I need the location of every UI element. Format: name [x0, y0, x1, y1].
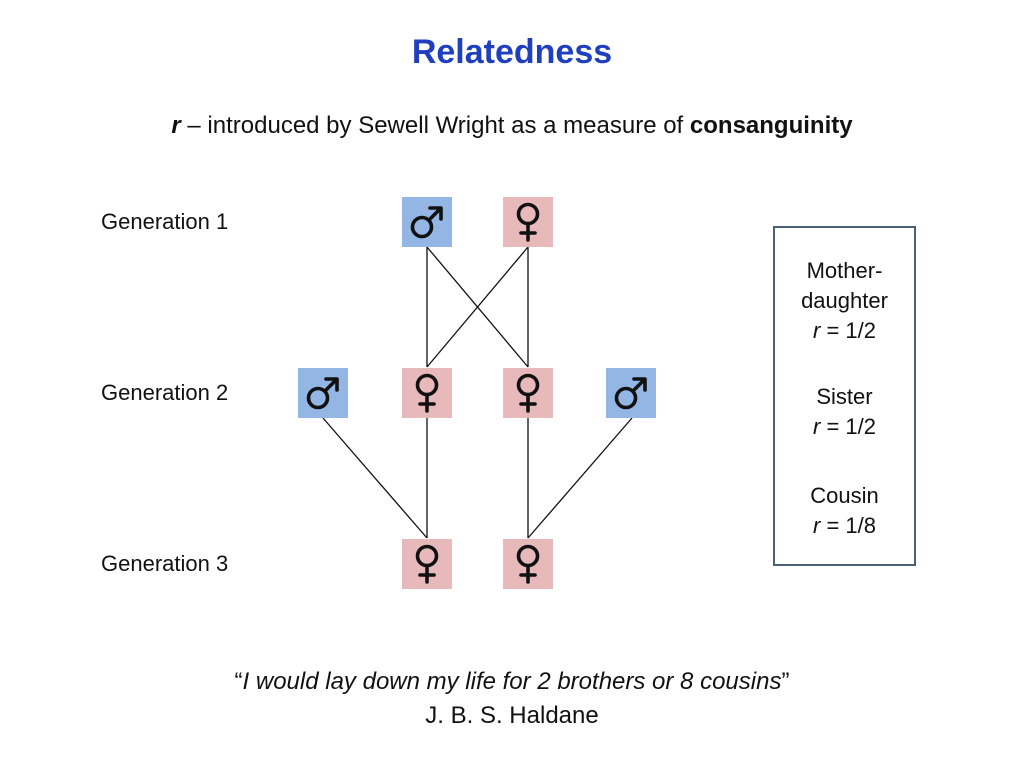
generation-1-label: Generation 1	[101, 209, 229, 234]
g2-daughter-b-node	[503, 368, 553, 418]
r-value: = 1/8	[820, 513, 876, 538]
generation-3-label: Generation 3	[101, 551, 229, 576]
female-symbol-icon	[516, 544, 540, 584]
link-g2-husband-b-to-g3-daughter-b	[527, 417, 633, 539]
r-symbol: r	[813, 513, 821, 538]
cousin-label: Cousin	[810, 483, 879, 508]
r-symbol: r	[171, 112, 181, 139]
subtitle-emphasis: consanguinity	[689, 112, 853, 139]
r-value: = 1/2	[820, 414, 876, 439]
subtitle: r – introduced by Sewell Wright as a mea…	[0, 112, 1024, 140]
male-symbol-icon	[306, 377, 339, 410]
subtitle-text: – introduced by Sewell Wright as a measu…	[180, 112, 690, 139]
g2-husband-b-node	[606, 368, 656, 418]
g1-mother-node	[503, 197, 553, 247]
mother-daughter-line1: Mother-	[806, 258, 883, 283]
haldane-quote: “I would lay down my life for 2 brothers…	[0, 665, 1024, 733]
mother-daughter-line2: daughter	[801, 288, 888, 313]
male-symbol-icon	[410, 206, 443, 239]
mother-daughter-r: r = 1/2	[775, 316, 914, 346]
r-value: = 1/2	[820, 318, 876, 343]
cousin-r: r = 1/8	[775, 511, 914, 541]
sister-r: r = 1/2	[775, 412, 914, 442]
sister-label: Sister	[816, 384, 873, 409]
g1-father-node	[402, 197, 452, 247]
g2-daughter-a-node	[402, 368, 452, 418]
r-symbol: r	[813, 414, 821, 439]
r-symbol: r	[813, 318, 821, 343]
cousin-entry: Cousin r = 1/8	[775, 481, 914, 541]
quote-close: ”	[781, 668, 790, 695]
quote-author: J. B. S. Haldane	[425, 702, 599, 729]
female-symbol-icon	[516, 373, 540, 413]
g3-daughter-b-node	[503, 539, 553, 589]
relatedness-box: Mother- daughter r = 1/2 Sister r = 1/2 …	[773, 226, 916, 566]
link-g1-mother-to-g2-daughter-a	[426, 246, 529, 368]
quote-text-line: “I would lay down my life for 2 brothers…	[0, 665, 1024, 699]
female-symbol-icon	[415, 373, 439, 413]
g3-daughter-a-node	[402, 539, 452, 589]
page-title: Relatedness	[411, 33, 613, 71]
generation-2-label: Generation 2	[101, 380, 229, 405]
g2-husband-a-node	[298, 368, 348, 418]
link-g2-husband-a-to-g3-daughter-a	[322, 417, 428, 539]
female-symbol-icon	[415, 544, 439, 584]
quote-text: I would lay down my life for 2 brothers …	[242, 668, 782, 695]
female-symbol-icon	[516, 202, 540, 242]
male-symbol-icon	[614, 377, 647, 410]
sister-entry: Sister r = 1/2	[775, 382, 914, 442]
mother-daughter-entry: Mother- daughter r = 1/2	[775, 256, 914, 346]
quote-open: “	[234, 668, 243, 695]
